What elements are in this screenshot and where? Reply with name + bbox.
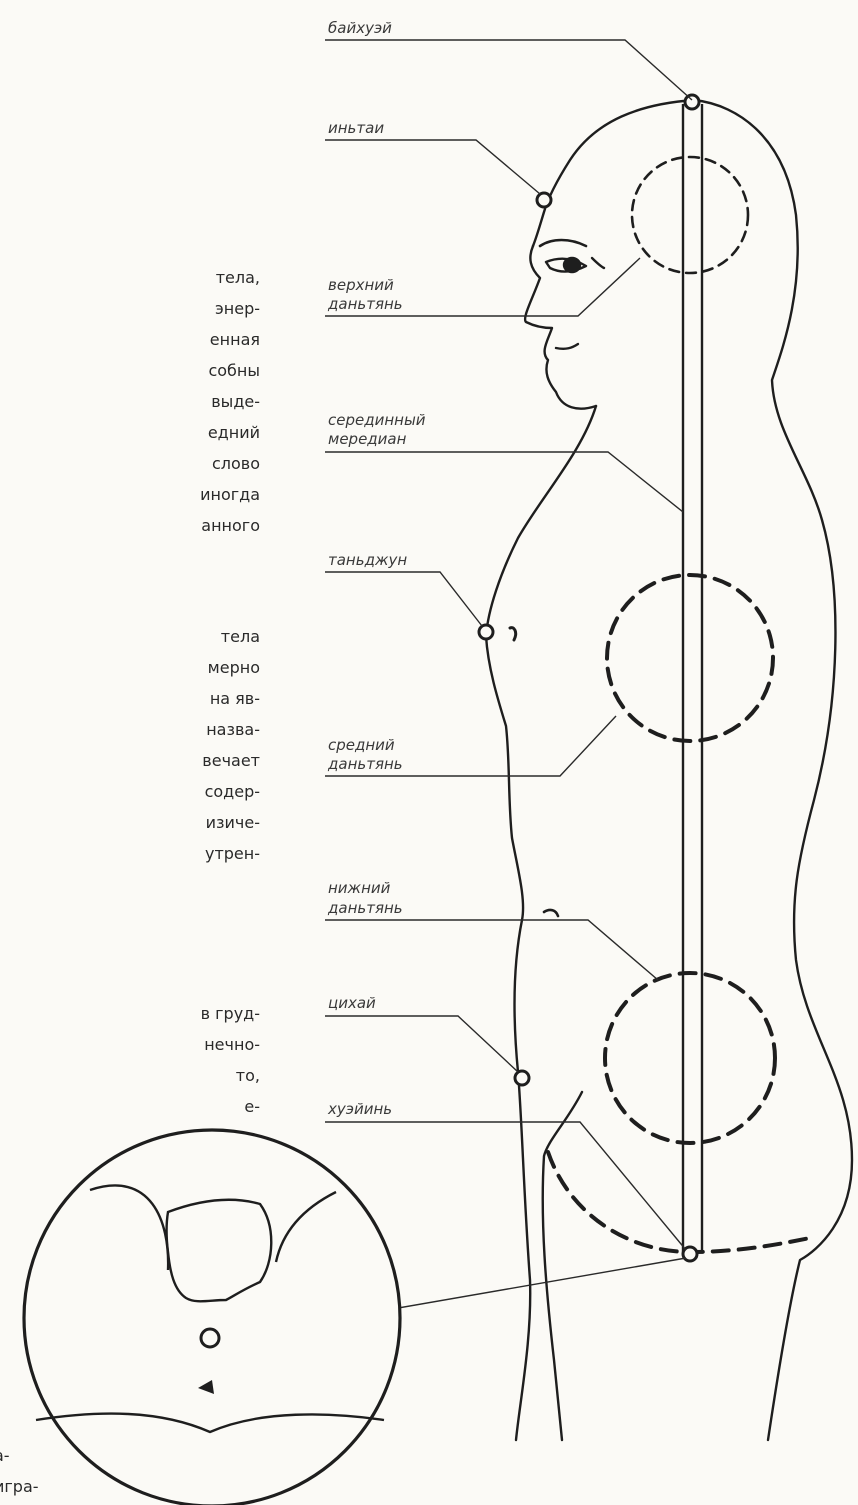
pelvic-floor-arc [548,1152,810,1252]
back-outline [694,100,852,1440]
label-qihai: цихай [328,994,376,1012]
eye-pupil [564,258,580,272]
label-huiyin: хуэйинь [327,1100,392,1118]
nipple [510,628,516,640]
inset-circle [24,1130,400,1505]
forehead-outline [533,100,694,246]
mouth-line [556,344,578,349]
label-baihuei: байхуэй [328,19,392,37]
labels: байхуэй иньтаи верхний даньтянь серединн… [327,19,426,1118]
intang-leader [325,140,540,194]
lower-dantian-leader [325,920,658,980]
perineum-inset [24,1130,400,1505]
tanzhong-leader [325,572,482,626]
qihai-leader [325,1016,518,1072]
label-lower-dantian-2: даньтянь [327,899,403,917]
baihuei-leader [325,40,692,100]
arm-outline [543,1092,582,1440]
qihai-point [515,1071,529,1085]
front-outline [486,406,596,1440]
label-tanzhong: таньджун [328,551,407,569]
nose-line [592,258,604,268]
label-middle-dantian-1: средний [328,736,395,754]
label-central-meridian-2: мередиан [328,430,407,448]
label-central-meridian-1: серединный [328,411,426,429]
middle-dantian-circle [607,575,773,741]
label-middle-dantian-2: даньтянь [327,755,403,773]
inset-huiyin-point [201,1329,219,1347]
tanzhong-point [479,625,493,639]
eyebrow [540,240,586,246]
label-upper-dantian-1: верхний [328,276,394,294]
lower-dantian-circle [605,973,775,1143]
upper-dantian-circle [632,157,748,273]
central-meridian-channel [683,104,702,1252]
central-meridian-leader [325,452,683,512]
label-lower-dantian-1: нижний [328,879,391,897]
navel [544,910,558,916]
label-intang: иньтаи [328,119,384,137]
label-upper-dantian-2: даньтянь [327,295,403,313]
baihuei-point [685,95,699,109]
intang-point [537,193,551,207]
